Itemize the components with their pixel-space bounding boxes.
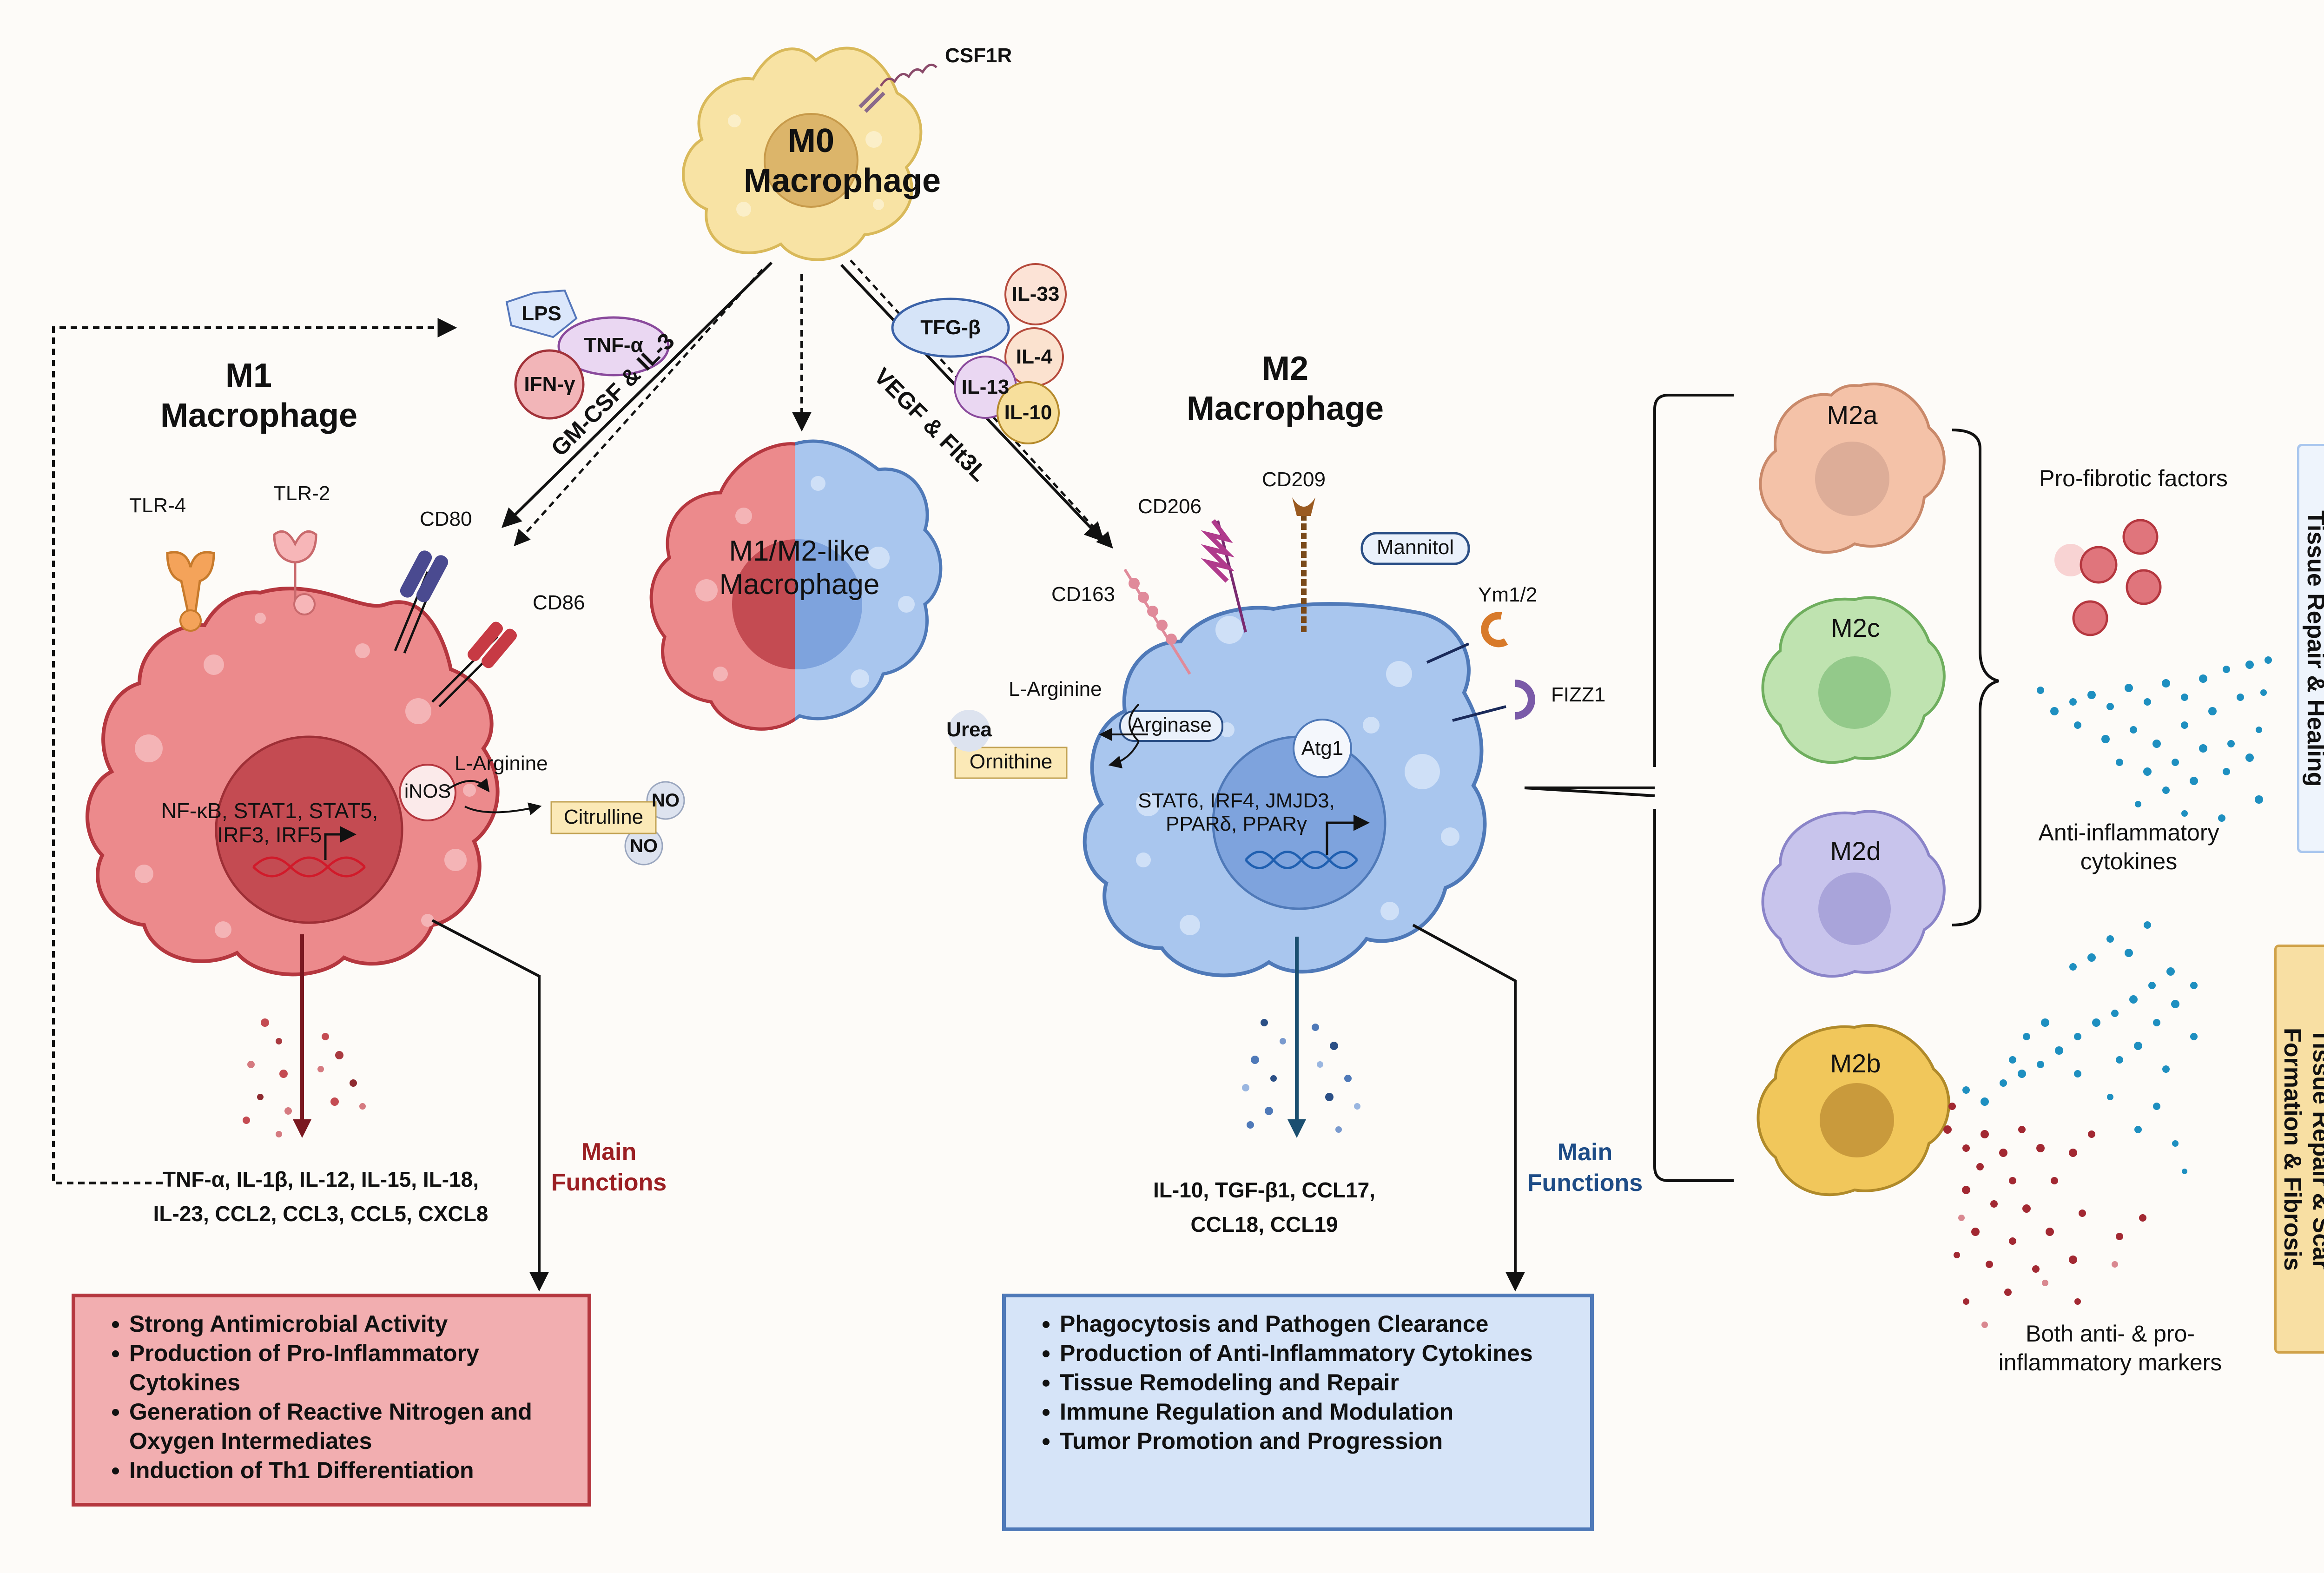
ifn-gamma-label: IFN-γ bbox=[524, 373, 575, 396]
cd209-label: CD209 bbox=[1262, 468, 1326, 491]
m1-transcription-factors: NF-κB, STAT1, STAT5,IRF3, IRF5 bbox=[161, 799, 378, 847]
csf1r-label: CSF1R bbox=[945, 44, 1012, 67]
m0-macrophage-cell bbox=[682, 46, 938, 261]
m1-function-item: Generation of Reactive Nitrogen and Oxyg… bbox=[129, 1397, 561, 1456]
m2-function-item: Immune Regulation and Modulation bbox=[1060, 1397, 1564, 1427]
m2d-label: M2d bbox=[1830, 836, 1881, 866]
cd86-label: CD86 bbox=[533, 591, 585, 614]
ym-label: Ym1/2 bbox=[1478, 583, 1538, 606]
m2-subtype-brace bbox=[1952, 429, 1999, 926]
m2-cytokines: IL-10, TGF-β1, CCL17,CCL18, CCL19 bbox=[1153, 1178, 1375, 1236]
m1-secretion-dots bbox=[243, 1018, 366, 1137]
m1-functions-box: Strong Antimicrobial Activity Production… bbox=[73, 1295, 589, 1505]
m0-to-m1-arrow bbox=[502, 261, 773, 528]
urea-label: Urea bbox=[946, 718, 992, 741]
m2a-cell bbox=[1759, 383, 1946, 554]
m1-function-item: Production of Pro-Inflammatory Cytokines bbox=[129, 1339, 561, 1397]
m2-main-functions-arrow bbox=[1412, 924, 1525, 1292]
il13-label: IL-13 bbox=[961, 376, 1010, 398]
il33-label: IL-33 bbox=[1011, 283, 1060, 305]
atg1-label: Atg1 bbox=[1301, 737, 1344, 760]
m2-secretion-dots bbox=[1242, 1019, 1360, 1133]
m2-function-item: Tumor Promotion and Progression bbox=[1060, 1427, 1564, 1456]
m2-functions-box: Phagocytosis and Pathogen Clearance Prod… bbox=[1004, 1295, 1592, 1529]
m1-l-arginine-label: L-Arginine bbox=[455, 752, 548, 775]
m2-function-item: Production of Anti-Inflammatory Cytokine… bbox=[1060, 1339, 1564, 1368]
no-label-1: NO bbox=[652, 790, 680, 811]
ornithine-label: Ornithine bbox=[969, 750, 1053, 773]
fizz1-label: FIZZ1 bbox=[1551, 683, 1606, 706]
m2c-cell bbox=[1761, 596, 1946, 764]
m2-transcription-factors: STAT6, IRF4, JMJD3,PPARδ, PPARγ bbox=[1138, 789, 1335, 835]
m2-stimuli bbox=[891, 263, 1067, 444]
pro-fibrotic-label: Pro-fibrotic factors bbox=[2039, 465, 2228, 491]
il4-label: IL-4 bbox=[1016, 345, 1053, 368]
feedback-loop-arrow bbox=[52, 318, 457, 1184]
inos-label: iNOS bbox=[404, 780, 451, 802]
cd80-label: CD80 bbox=[420, 508, 472, 530]
il10-label: IL-10 bbox=[1004, 401, 1052, 424]
m1-functions-box-bg bbox=[72, 1294, 591, 1507]
m2b-cell bbox=[1756, 1024, 1950, 1196]
citrulline-label: Citrulline bbox=[563, 806, 644, 828]
lps-label: LPS bbox=[522, 302, 561, 325]
m2-function-item: Tissue Remodeling and Repair bbox=[1060, 1368, 1564, 1397]
m1-function-item: Induction of Th1 Differentiation bbox=[129, 1456, 561, 1485]
m2a-label: M2a bbox=[1827, 400, 1878, 430]
arginase-label: Arginase bbox=[1131, 714, 1212, 736]
m1-macrophage-cell bbox=[85, 530, 542, 1138]
cd206-label: CD206 bbox=[1138, 495, 1202, 518]
m2d-cell bbox=[1761, 810, 1946, 978]
both-markers-dots bbox=[1943, 921, 2198, 1328]
m1-cytokines: TNF-α, IL-1β, IL-12, IL-15, IL-18,IL-23,… bbox=[153, 1167, 489, 1226]
subtypes-bracket bbox=[1524, 394, 1734, 1182]
pro-fibrotic-dots bbox=[2054, 519, 2162, 636]
tissue-repair-healing-tab: Tissue Repair & Healing bbox=[2297, 444, 2324, 853]
m2c-label: M2c bbox=[1831, 613, 1880, 642]
m2-macrophage-cell bbox=[948, 497, 1535, 1138]
tnf-alpha-label: TNF-α bbox=[584, 334, 643, 357]
m2b-label: M2b bbox=[1830, 1049, 1881, 1078]
m1-main-functions-arrow bbox=[431, 919, 549, 1292]
m2-functions-box-bg bbox=[1002, 1294, 1594, 1531]
tlr4-label: TLR-4 bbox=[129, 494, 186, 517]
m2-function-item: Phagocytosis and Pathogen Clearance bbox=[1060, 1309, 1564, 1339]
both-markers-label: Both anti- & pro-inflammatory markers bbox=[1998, 1321, 2222, 1375]
no-label-2: NO bbox=[630, 836, 658, 856]
tlr2-label: TLR-2 bbox=[273, 482, 330, 505]
m1m2-macrophage-cell bbox=[649, 439, 943, 731]
m1-stimuli bbox=[505, 289, 670, 420]
mannitol-label: Mannitol bbox=[1376, 536, 1454, 559]
m2-l-arginine-label: L-Arginine bbox=[1009, 678, 1102, 701]
m1-function-item: Strong Antimicrobial Activity bbox=[129, 1309, 561, 1339]
anti-inflammatory-dots bbox=[2037, 656, 2272, 822]
cd163-label: CD163 bbox=[1051, 583, 1115, 606]
tfg-beta-label: TFG-β bbox=[920, 316, 981, 339]
